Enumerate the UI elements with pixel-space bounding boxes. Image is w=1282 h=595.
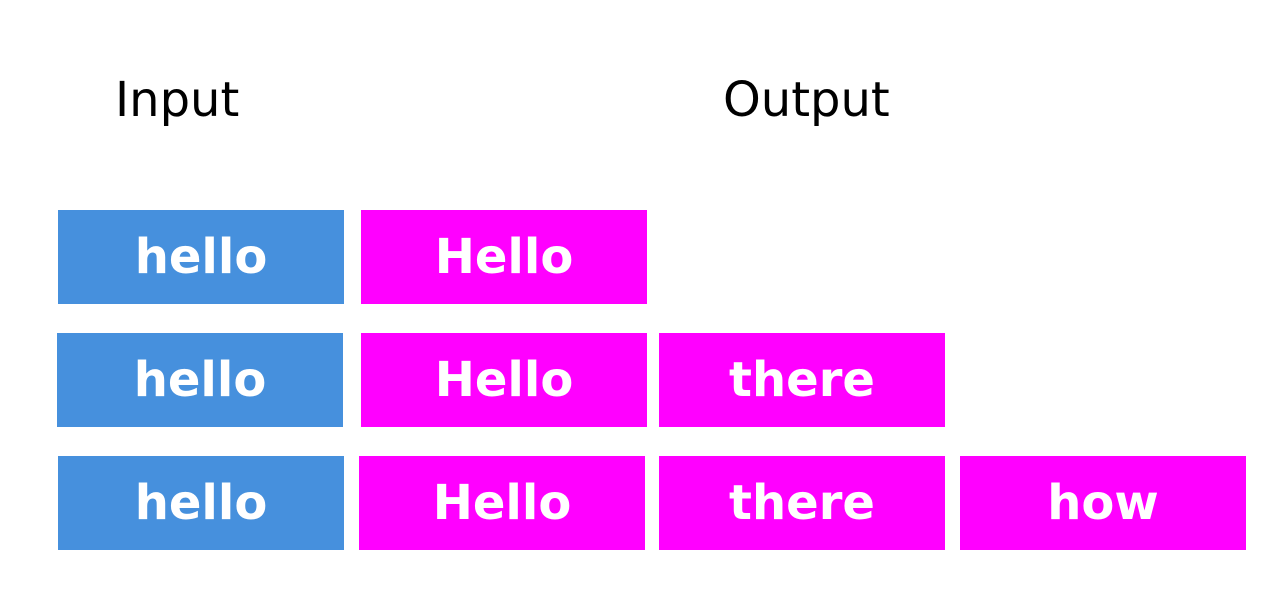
output-heading: Output: [723, 72, 890, 128]
output-token: there: [659, 333, 945, 427]
output-token: Hello: [361, 333, 647, 427]
output-token: how: [960, 456, 1246, 550]
output-token: Hello: [359, 456, 645, 550]
output-token: Hello: [361, 210, 647, 304]
input-token: hello: [57, 333, 343, 427]
input-token: hello: [58, 210, 344, 304]
input-token: hello: [58, 456, 344, 550]
output-token: there: [659, 456, 945, 550]
input-heading: Input: [115, 72, 240, 128]
